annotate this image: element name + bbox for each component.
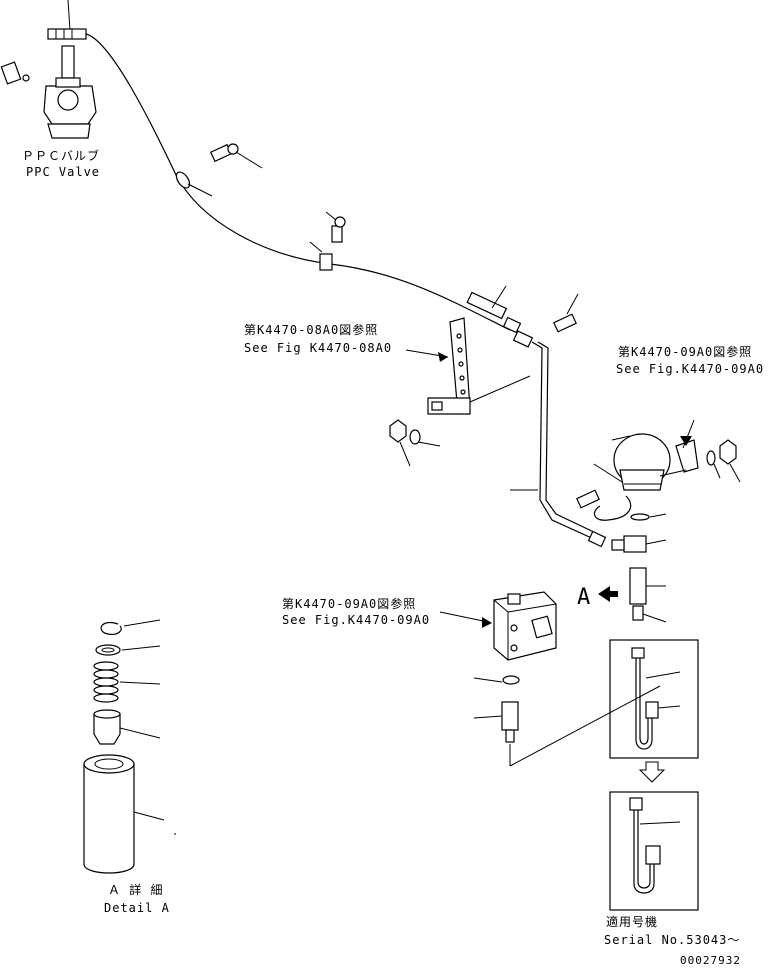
ref-08a0-label-jp: 第K4470-08A0図参照: [244, 322, 378, 337]
ppc-valve: ＰＰＣバルブ PPC Valve: [0, 0, 100, 179]
bolt: [209, 143, 263, 169]
steel-tube: [510, 293, 607, 548]
spring: [93, 661, 119, 703]
tee-fitting-stack: A: [577, 513, 667, 623]
serial-label-jp: 適用号機: [606, 914, 658, 929]
ref-09a0-lower-label-jp: 第K4470-09A0図参照: [282, 596, 416, 611]
detail-a-label-jp: Ａ 詳 細: [108, 882, 163, 897]
serial-label-en: Serial No.53043～: [604, 933, 740, 947]
ppc-valve-label-jp: ＰＰＣバルブ: [22, 148, 100, 163]
valve-block: 第K4470-09A0図参照 See Fig.K4470-09A0: [282, 591, 661, 767]
down-arrow-icon: [638, 761, 666, 783]
ref-09a0-lower-label-en: See Fig.K4470-09A0: [282, 613, 430, 627]
drawing-number: 00027932: [680, 954, 741, 967]
ref-08a0-label-en: See Fig K4470-08A0: [244, 341, 392, 355]
ppc-valve-label-en: PPC Valve: [26, 165, 100, 179]
hose-box-upper: [609, 639, 699, 759]
accumulator: 第K4470-09A0図参照 See Fig.K4470-09A0: [576, 344, 764, 521]
detail-a: Ａ 詳 細 Detail A: [83, 619, 176, 915]
main-hose: [85, 33, 522, 334]
ref-09a0-upper-label-en: See Fig.K4470-09A0: [616, 362, 764, 376]
bracket-08a0: 第K4470-08A0図参照 See Fig K4470-08A0: [244, 317, 531, 467]
view-a-label: A: [577, 585, 591, 610]
ref-09a0-upper-label-jp: 第K4470-09A0図参照: [618, 344, 752, 359]
hose-box-lower: 適用号機 Serial No.53043～: [604, 791, 740, 947]
bolt: [325, 211, 346, 243]
detail-a-label-en: Detail A: [104, 901, 170, 915]
